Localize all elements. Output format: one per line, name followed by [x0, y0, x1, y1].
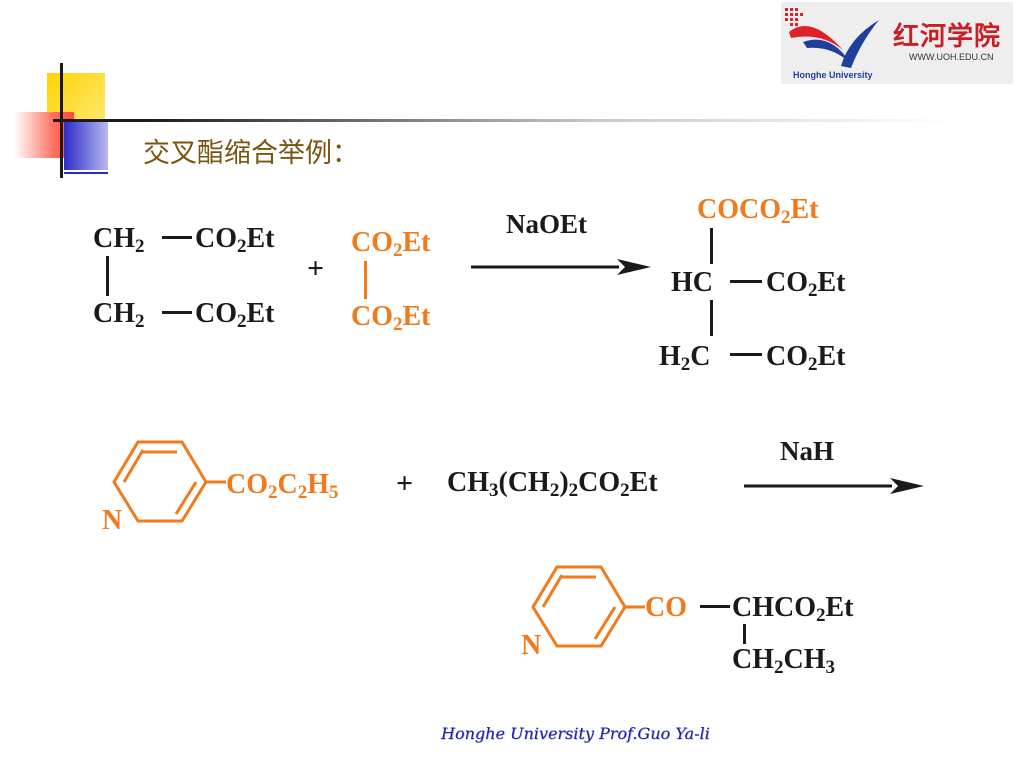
- bond: [700, 605, 730, 608]
- bond: [106, 256, 109, 296]
- logo-emblem-icon: [785, 8, 879, 68]
- succinate-upper-ch2: CH2: [93, 223, 145, 257]
- oxalate-lower-ester: CO2Et: [351, 301, 431, 335]
- plus-sign: +: [307, 252, 325, 285]
- deco-horizontal-line: [53, 119, 953, 122]
- product-ethyl: CH2CH3: [732, 644, 835, 678]
- pyridine-n: N: [102, 505, 123, 536]
- bond: [730, 353, 762, 356]
- product-coco2et: COCO2Et: [697, 194, 819, 228]
- bond: [730, 280, 762, 283]
- reagent-label: NaH: [780, 436, 834, 466]
- oxalate-upper-ester: CO2Et: [351, 227, 431, 261]
- logo-chinese-name: 红河学院: [893, 22, 1002, 52]
- product-chco2et: CHCO2Et: [732, 592, 854, 626]
- deco-blue-square: [64, 120, 108, 170]
- slide-footer: Honghe University Prof.Guo Ya-li: [441, 724, 710, 743]
- product-lower-ester: CO2Et: [766, 341, 846, 375]
- bond: [364, 261, 367, 299]
- succinate-upper-ester: CO2Et: [195, 223, 275, 257]
- logo-english-name: Honghe University: [793, 70, 873, 80]
- pyridine-ring-icon: [112, 440, 226, 523]
- product-carbonyl: CO: [645, 592, 687, 623]
- pyridine-ester-group: CO2C2H5: [226, 469, 339, 503]
- bond: [743, 624, 746, 644]
- plus-sign: +: [396, 467, 414, 500]
- pyridine-ring-icon: [531, 565, 645, 648]
- reagent-label: NaOEt: [506, 209, 587, 239]
- ethyl-butanoate: CH3(CH2)2CO2Et: [447, 467, 658, 501]
- succinate-lower-ch2: CH2: [93, 298, 145, 332]
- bond: [710, 300, 713, 336]
- deco-underline: [64, 172, 108, 174]
- succinate-lower-ester: CO2Et: [195, 298, 275, 332]
- university-logo: 红河学院 WWW.UOH.EDU.CN Honghe University: [781, 2, 1013, 84]
- pyridine-n: N: [521, 630, 542, 661]
- bond: [162, 236, 192, 239]
- reaction-arrow: [744, 478, 924, 494]
- product-h2c: H2C: [659, 341, 711, 375]
- bond: [162, 311, 192, 314]
- slide-title: 交叉酯缩合举例：: [143, 138, 359, 169]
- product-middle-ester: CO2Et: [766, 267, 846, 301]
- bond: [710, 228, 713, 264]
- reaction-arrow: [471, 259, 651, 275]
- product-hc: HC: [671, 267, 713, 298]
- logo-url: WWW.UOH.EDU.CN: [909, 52, 994, 62]
